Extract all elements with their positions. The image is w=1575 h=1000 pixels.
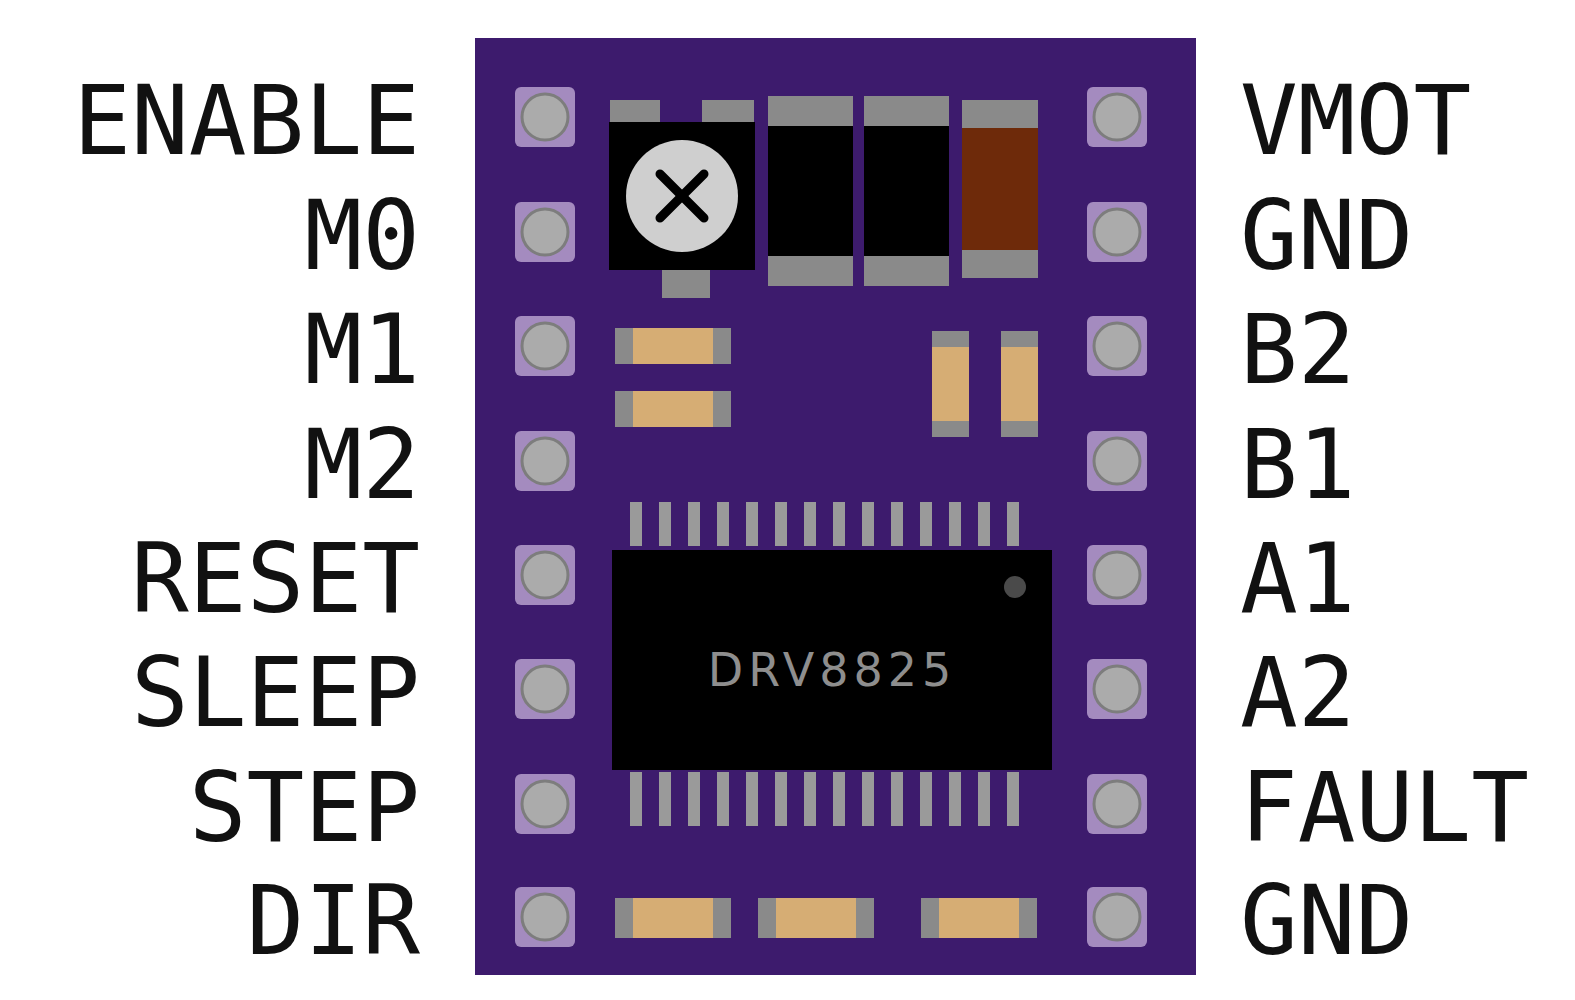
pin-name: A1: [1240, 531, 1356, 627]
pin-name: VMOT: [1240, 73, 1471, 169]
pin-name: M2: [304, 417, 420, 513]
pin-name: DIR: [247, 873, 420, 969]
pin-name: GND: [1240, 188, 1413, 284]
pin-name: RESET: [131, 531, 420, 627]
pin-name: M0: [304, 188, 420, 284]
pin-name: GND: [1240, 873, 1413, 969]
pin-name: ENABLE: [73, 73, 420, 169]
capacitors: [768, 96, 1038, 286]
potentiometer: [609, 100, 755, 298]
pin-name: A2: [1240, 645, 1356, 741]
pin-name: M1: [304, 302, 420, 398]
chip-node: DRV8825: [612, 590, 1052, 750]
pin-name: B2: [1240, 302, 1356, 398]
pin-name: FAULT: [1240, 760, 1529, 856]
pin-pads: [515, 87, 1147, 947]
pin-name: STEP: [189, 760, 420, 856]
pin-holes: [522, 94, 1140, 940]
chip-body: [612, 550, 1052, 770]
pin1-dot: [1004, 576, 1026, 598]
chip-marking: DRV8825: [708, 647, 956, 693]
pin-name: SLEEP: [131, 645, 420, 741]
pin-name: B1: [1240, 417, 1356, 513]
pcb-board: [475, 38, 1196, 975]
